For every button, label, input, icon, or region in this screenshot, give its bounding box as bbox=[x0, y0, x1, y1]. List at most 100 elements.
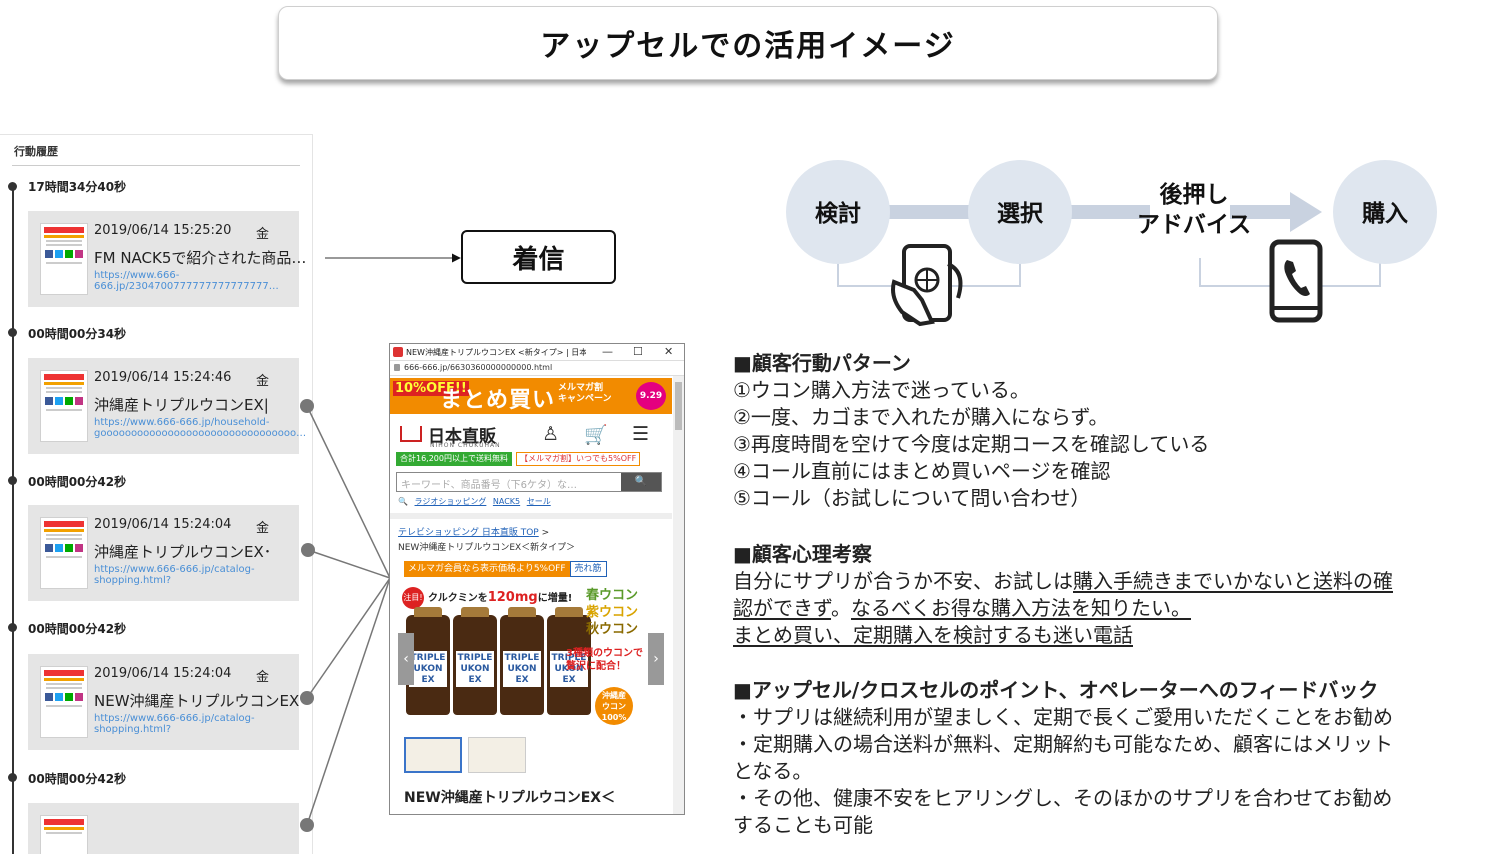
page-thumbnail bbox=[40, 223, 88, 295]
timeline-line bbox=[12, 187, 14, 854]
flow-step-circle bbox=[1333, 160, 1437, 264]
thumbnail[interactable] bbox=[468, 737, 526, 773]
user-icon[interactable]: ♙ bbox=[542, 423, 560, 445]
scrollbar-thumb[interactable] bbox=[675, 382, 682, 430]
flow-step-circle bbox=[968, 160, 1072, 264]
section-title: ■顧客心理考察 bbox=[733, 542, 872, 566]
section-title: ■顧客行動パターン bbox=[733, 351, 911, 375]
page-thumbnail bbox=[40, 517, 88, 589]
feedback-section: ■アップセル/クロスセルのポイント、オペレーターへのフィードバック ・サプリは継… bbox=[733, 677, 1493, 839]
lock-icon bbox=[394, 364, 400, 371]
history-card[interactable]: 2019/06/14 15:24:04 金 沖縄産トリプルウコンEX･ http… bbox=[28, 505, 299, 601]
banner-date: 9.29 bbox=[636, 382, 666, 410]
bottle: TRIPLE UKON EX bbox=[453, 607, 497, 715]
divider bbox=[390, 513, 672, 519]
visit-weekday: 金 bbox=[256, 521, 270, 536]
flow-step-label: 購入 bbox=[1362, 201, 1408, 227]
elapsed-time: 00時間00分42秒 bbox=[28, 772, 127, 786]
search-bar: キーワード、商品番号（下6ケタ）な… 🔍 bbox=[396, 472, 662, 492]
mailmag-promo[interactable]: 【メルマガ割】いつでも5%OFF bbox=[516, 452, 641, 466]
carousel-prev-button[interactable]: ‹ bbox=[398, 633, 414, 685]
product-name: NEW沖縄産トリプルウコンEX＜ bbox=[404, 790, 616, 806]
site-header: 日本直販 NIHON CHOKUHAN ♙ 🛒 ☰ bbox=[390, 414, 684, 452]
pattern-item: ②一度、カゴまで入れたが購入にならず。 bbox=[733, 405, 1109, 429]
link-line bbox=[307, 549, 391, 579]
free-shipping-promo[interactable]: 合計16,200円以上で送料無料 bbox=[396, 452, 512, 466]
close-button[interactable]: ✕ bbox=[664, 345, 674, 358]
scrollbar[interactable] bbox=[673, 376, 684, 814]
smartphone-hand-icon bbox=[891, 244, 963, 327]
campaign-banner[interactable]: 10%OFF!! まとめ買い メルマガ割キャンペーン 9.29 bbox=[390, 378, 672, 414]
site-logo[interactable]: 日本直販 bbox=[428, 427, 496, 447]
history-card[interactable]: 2019/06/14 15:24:04 金 NEW沖縄産トリプルウコンEX ht… bbox=[28, 654, 299, 750]
psychology-line: まとめ買い、定期購入を検討するも迷い電話 bbox=[733, 623, 1133, 647]
history-panel-title: 行動履歴 bbox=[14, 145, 58, 158]
feedback-line: となる。 bbox=[733, 759, 813, 783]
search-icon: 🔍 bbox=[398, 497, 408, 506]
product-headline: クルクミンを120mgに増量! bbox=[428, 590, 573, 605]
site-logo-sub: NIHON CHOKUHAN bbox=[430, 442, 501, 449]
page-thumbnail bbox=[40, 815, 88, 854]
maximize-button[interactable]: ☐ bbox=[633, 345, 643, 358]
visit-weekday: 金 bbox=[256, 670, 270, 685]
page-thumbnail bbox=[40, 370, 88, 442]
visit-date: 2019/06/14 15:25:20 bbox=[94, 223, 232, 238]
thumbnail[interactable] bbox=[404, 737, 462, 773]
visit-date: 2019/06/14 15:24:04 bbox=[94, 517, 232, 532]
breadcrumb-separator: > bbox=[541, 528, 550, 538]
history-card[interactable] bbox=[28, 803, 299, 854]
link-line bbox=[306, 405, 391, 579]
incoming-call-box: 着信 bbox=[461, 230, 616, 284]
page-title: アップセルでの活用イメージ bbox=[278, 6, 1218, 80]
history-panel: 行動履歴 17時間34分40秒 2019/06/14 15:25:20 金 FM… bbox=[0, 134, 313, 854]
bottle: TRIPLE UKON EX bbox=[406, 607, 450, 715]
link-line bbox=[306, 577, 391, 699]
member-offer-row: メルマガ会員なら表示価格より5%OFF 売れ筋 bbox=[404, 561, 684, 577]
minimize-button[interactable]: — bbox=[602, 345, 613, 358]
favicon-icon bbox=[393, 347, 403, 357]
breadcrumb-current: NEW沖縄産トリプルウコンEX＜新タイプ＞ bbox=[398, 543, 576, 553]
page-url[interactable]: https://www.666-666.jp/catalog-shopping.… bbox=[94, 564, 255, 586]
visit-date: 2019/06/14 15:24:46 bbox=[94, 370, 232, 385]
bottle: TRIPLE UKON EX bbox=[547, 607, 591, 715]
attention-tag: 注目! bbox=[402, 587, 424, 609]
product-image[interactable]: 注目! クルクミンを120mgに増量! TRIPLE UKON EX TRIPL… bbox=[390, 583, 684, 733]
pattern-item: ③再度時間を空けて今度は定期コースを確認している bbox=[733, 432, 1210, 456]
link-nack5[interactable]: NACK5 bbox=[492, 497, 521, 506]
timeline-dot bbox=[8, 623, 17, 632]
flow-step-label: 選択 bbox=[997, 201, 1044, 227]
link-line bbox=[306, 577, 391, 826]
psychology-line: 自分にサプリが合うか不安、お試しは購入手続きまでいかないと送料の確 bbox=[733, 569, 1393, 593]
flow-arrowhead bbox=[1290, 192, 1322, 232]
address-bar[interactable]: 666-666.jp/6630360000000000.html bbox=[390, 361, 684, 376]
quick-links: 🔍 ラジオショッピング NACK5 セール bbox=[398, 496, 684, 507]
flow-diagram: 検討 選択 後押し アドバイス 購入 bbox=[786, 160, 1437, 327]
bottle: TRIPLE UKON EX bbox=[500, 607, 544, 715]
page-name: NEW沖縄産トリプルウコンEX bbox=[94, 692, 300, 710]
banner-main: まとめ買い bbox=[440, 388, 556, 413]
page-url[interactable]: https://www.666-666.jp/23047007777777777… bbox=[94, 270, 279, 292]
menu-icon[interactable]: ☰ bbox=[632, 423, 650, 445]
link-radio-shopping[interactable]: ラジオショッピング bbox=[414, 497, 487, 506]
page-name: 沖縄産トリプルウコンEX| bbox=[94, 396, 269, 414]
phone-icon bbox=[1269, 239, 1323, 323]
page-url[interactable]: https://www.666-666.jp/catalog-shopping.… bbox=[94, 713, 255, 735]
timeline-dot bbox=[8, 476, 17, 485]
flow-connector bbox=[1060, 205, 1150, 219]
pattern-item: ⑤コール（お試しについて問い合わせ） bbox=[733, 486, 1091, 510]
search-input[interactable]: キーワード、商品番号（下6ケタ）な… bbox=[401, 480, 577, 491]
bestseller-badge: 売れ筋 bbox=[569, 561, 607, 577]
psychology-line: 認ができず。なるべくお得な購入方法を知りたい。 bbox=[733, 596, 1191, 620]
search-button[interactable]: 🔍 bbox=[621, 473, 661, 491]
pattern-item: ①ウコン購入方法で迷っている。 bbox=[733, 378, 1030, 402]
page-thumbnail bbox=[40, 666, 88, 738]
page-url[interactable]: https://www.666-666.jp/household-goooooo… bbox=[94, 417, 307, 439]
psychology-section: ■顧客心理考察 自分にサプリが合うか不安、お試しは購入手続きまでいかないと送料の… bbox=[733, 541, 1493, 649]
cart-icon[interactable]: 🛒 bbox=[584, 424, 608, 446]
link-sale[interactable]: セール bbox=[526, 497, 551, 506]
history-card[interactable]: 2019/06/14 15:25:20 金 FM NACK5で紹介された商品… … bbox=[28, 211, 306, 307]
breadcrumb-top-link[interactable]: テレビショッピング 日本直販 TOP bbox=[398, 528, 539, 538]
history-card[interactable]: 2019/06/14 15:24:46 金 沖縄産トリプルウコンEX| http… bbox=[28, 358, 307, 454]
address-url: 666-666.jp/6630360000000000.html bbox=[404, 363, 553, 372]
carousel-next-button[interactable]: › bbox=[648, 633, 664, 685]
